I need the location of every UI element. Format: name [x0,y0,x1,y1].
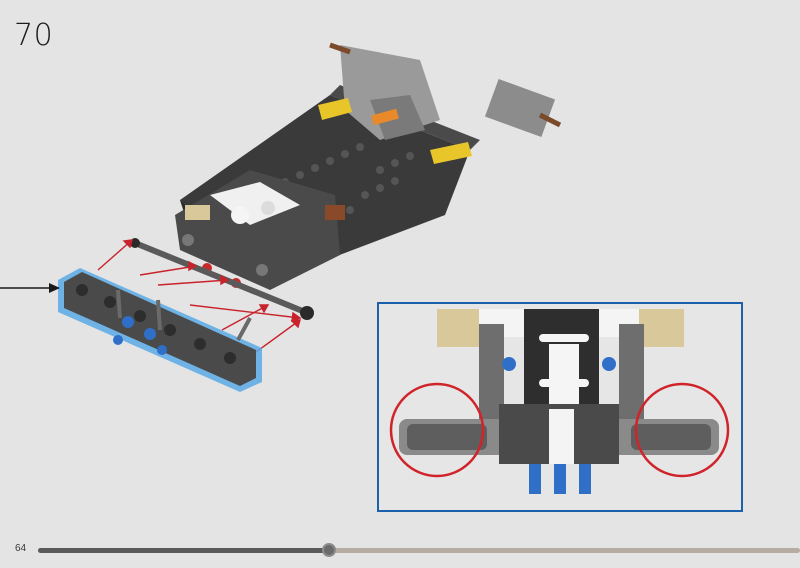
main-assembly-illustration [0,42,562,392]
new-part-highlight [58,268,262,392]
progress-handle[interactable] [322,543,337,557]
callout-detail-illustration [389,309,730,494]
detail-callout [377,302,743,512]
right-highlight-circle [634,382,730,478]
chassis-assembly [175,42,562,290]
page-number: 64 [15,543,27,554]
progress-fill [38,548,330,553]
page-progress-bar[interactable] [38,543,800,557]
step-number: 70 [14,18,54,53]
assembly-arrows [97,239,302,356]
loose-axle-parts [130,238,314,320]
left-highlight-circle [389,382,485,478]
insertion-pointer-arrow [0,283,60,293]
